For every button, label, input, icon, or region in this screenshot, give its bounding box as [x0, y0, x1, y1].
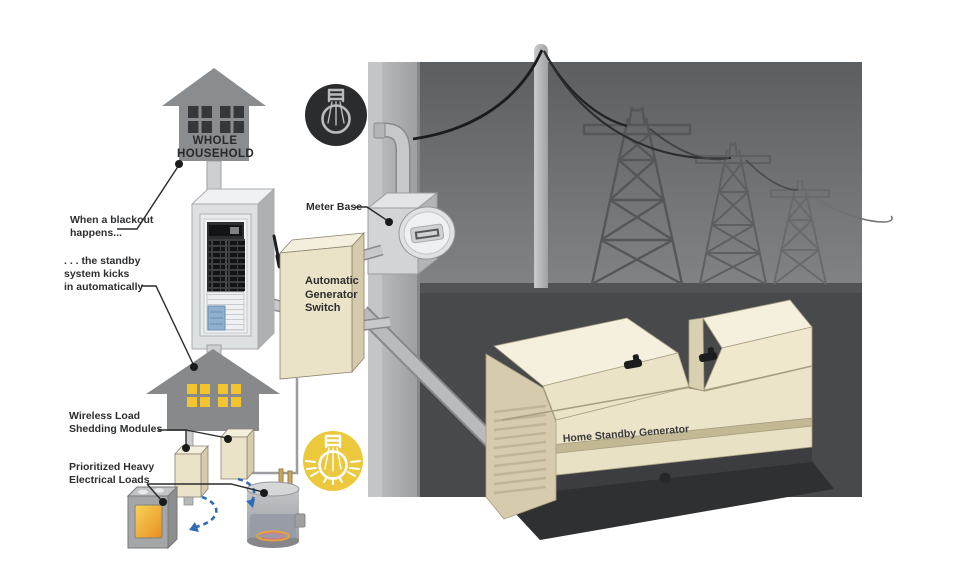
generator-base [502, 446, 812, 497]
meter-base-label: Meter Base [306, 201, 363, 213]
horizon-ground [368, 283, 862, 293]
transmission-tower-medium [695, 141, 771, 285]
wireless-modules-label: Wireless Load Shedding Modules [69, 410, 163, 435]
stove [126, 485, 179, 550]
heater-element-glow [256, 530, 290, 542]
oven-window [134, 504, 163, 539]
callout-blackout: When a blackout happens... [70, 214, 154, 239]
control-wire [251, 378, 299, 475]
whole-household-sign: WHOLE HOUSEHOLD [177, 135, 255, 160]
callout-lines [117, 164, 389, 502]
generator-port [659, 472, 671, 484]
power-out-badge [305, 84, 367, 146]
power-restored-badge [303, 431, 363, 491]
priority-loads-label: Prioritized Heavy Electrical Loads [69, 461, 155, 486]
callout-dots [159, 160, 393, 506]
generator-switch-label: Automatic Generator Switch [305, 275, 359, 314]
breaker-panel [190, 187, 276, 351]
callout-standby: . . . the standby system kicks in automa… [64, 255, 144, 293]
service-drop-wire [412, 49, 544, 141]
generator-pad [500, 461, 834, 540]
generator-conduit [356, 306, 504, 454]
arrow-head [246, 499, 255, 508]
generator-vents [493, 404, 547, 495]
transmission-tower-large [582, 106, 692, 286]
water-heater [246, 468, 306, 548]
dark-windows [188, 106, 244, 133]
meter-base [366, 191, 456, 276]
generator-switch-box [278, 231, 366, 380]
standby-generator [485, 299, 834, 540]
utility-pole [534, 44, 548, 288]
whole-household-house [162, 68, 266, 161]
power-lines [412, 49, 893, 223]
electric-meter-dial [398, 206, 456, 260]
arrow-head [189, 522, 199, 532]
sign-post [206, 160, 222, 194]
transmission-tower-small [770, 179, 830, 285]
lit-house [146, 349, 280, 431]
generator-handle-right [698, 347, 718, 363]
load-shedding-module-right [220, 427, 255, 481]
lit-windows [187, 384, 241, 407]
generator-handle-left [623, 354, 643, 370]
light-rays [305, 460, 361, 485]
meter-mast [373, 122, 411, 208]
